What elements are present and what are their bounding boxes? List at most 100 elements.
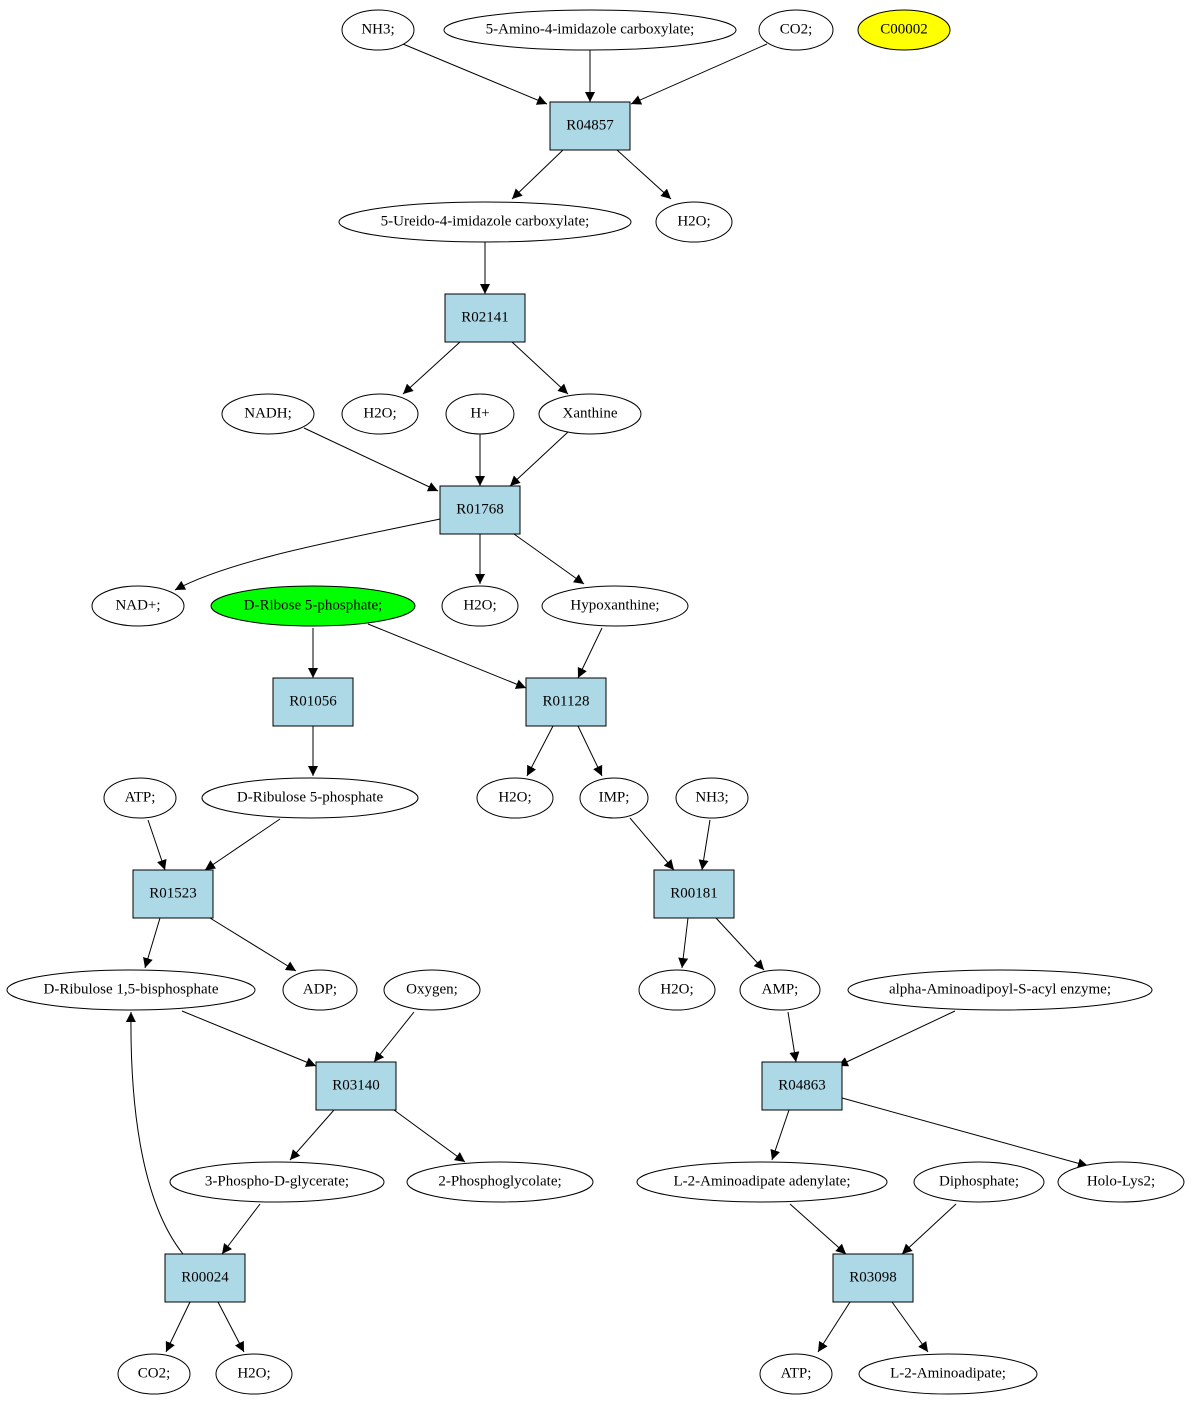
compound-h2o[interactable]: H2O;: [638, 969, 716, 1011]
edge-r03098-l2-aminoadipate: [891, 1301, 929, 1353]
compound-label: ADP;: [303, 981, 337, 997]
compound-c00002-highlighted[interactable]: C00002: [857, 9, 951, 51]
compound-xanthine[interactable]: Xanthine: [538, 393, 642, 435]
compound-label: H2O;: [363, 405, 396, 421]
reaction-r00024[interactable]: R00024: [164, 1253, 246, 1303]
compound-label: L-2-Aminoadipate;: [890, 1365, 1006, 1381]
compound-d-ribulose-1-5-bisphosphate[interactable]: D-Ribulose 1,5-bisphosphate: [6, 969, 256, 1011]
compound-label: CO2;: [138, 1365, 171, 1381]
compound-h-plus[interactable]: H+: [445, 393, 515, 435]
reaction-r00181[interactable]: R00181: [653, 869, 735, 919]
compound-label: CO2;: [780, 21, 813, 37]
compound-adp[interactable]: ADP;: [282, 969, 358, 1011]
compound-h2o[interactable]: H2O;: [215, 1353, 293, 1395]
reaction-r01768[interactable]: R01768: [439, 485, 521, 535]
compound-atp[interactable]: ATP;: [759, 1353, 833, 1395]
reaction-label: R01056: [289, 693, 337, 709]
edge-amp-r04863: [787, 1011, 800, 1063]
compound-co2[interactable]: CO2;: [758, 9, 834, 51]
compound-label: Diphosphate;: [939, 1173, 1019, 1189]
compound-h2o[interactable]: H2O;: [341, 393, 419, 435]
edge-nadh-r01768: [303, 427, 439, 492]
compound-atp[interactable]: ATP;: [103, 777, 177, 819]
edge-co2-r04857: [630, 43, 768, 105]
compound-label: Oxygen;: [406, 981, 458, 997]
compound-diphosphate[interactable]: Diphosphate;: [913, 1161, 1045, 1203]
compound-d-ribulose-5-phosphate[interactable]: D-Ribulose 5-phosphate: [201, 777, 419, 819]
compound-nadh[interactable]: NADH;: [221, 393, 315, 435]
reaction-label: R01128: [543, 693, 590, 709]
reaction-label: R04857: [566, 117, 614, 133]
compound-label: NH3;: [695, 789, 728, 805]
edge-alpha-amino-r04863: [837, 1010, 956, 1067]
compound-h2o[interactable]: H2O;: [441, 585, 519, 627]
edge-r01768-hypoxanthine: [513, 533, 585, 585]
reaction-r02141[interactable]: R02141: [444, 293, 526, 343]
reaction-r01523[interactable]: R01523: [132, 869, 214, 919]
reaction-r03140[interactable]: R03140: [315, 1061, 397, 1111]
edge-r03098-atp: [817, 1301, 851, 1353]
edge-r00024-h2o: [217, 1301, 245, 1353]
compound-alpha-aminoadipoyl-s-acyl-enzyme[interactable]: alpha-Aminoadipoyl-S-acyl enzyme;: [847, 969, 1153, 1011]
compound-label: H2O;: [237, 1365, 270, 1381]
reaction-label: R01523: [149, 885, 197, 901]
compound-label: 5-Amino-4-imidazole carboxylate;: [486, 21, 695, 37]
reaction-label: R03098: [849, 1269, 897, 1285]
compound-label: Holo-Lys2;: [1087, 1173, 1155, 1189]
edge-r01768-nadplus: [174, 518, 441, 591]
compound-label: ATP;: [125, 789, 156, 805]
edge-ribulose5p-r01523: [204, 818, 281, 871]
compound-hypoxanthine[interactable]: Hypoxanthine;: [541, 585, 689, 627]
compound-nh3[interactable]: NH3;: [675, 777, 749, 819]
edge-r04857-ureido: [511, 149, 564, 200]
reaction-r01056[interactable]: R01056: [272, 677, 354, 727]
edge-r00024-co2: [165, 1301, 191, 1353]
edge-hypoxanthine-r01128: [577, 627, 603, 679]
compound-label: NH3;: [361, 21, 394, 37]
compound-label: D-Ribulose 5-phosphate: [237, 789, 384, 805]
compound-ureido-imidazole-carboxylate[interactable]: 5-Ureido-4-imidazole carboxylate;: [338, 201, 632, 243]
compound-oxygen[interactable]: Oxygen;: [383, 969, 481, 1011]
reaction-label: R03140: [332, 1077, 380, 1093]
edge-xanthine-r01768: [509, 431, 569, 487]
compound-d-ribose-5-phosphate-highlighted[interactable]: D-Ribose 5-phosphate;: [210, 585, 416, 627]
compound-label: Hypoxanthine;: [570, 597, 659, 613]
reaction-r04857[interactable]: R04857: [549, 101, 631, 151]
compound-imp[interactable]: IMP;: [579, 777, 649, 819]
edge-r00181-amp: [715, 917, 765, 971]
edge-l2-adenylate-r03098: [789, 1203, 847, 1255]
compound-label: alpha-Aminoadipoyl-S-acyl enzyme;: [889, 981, 1111, 997]
compound-co2[interactable]: CO2;: [117, 1353, 191, 1395]
compound-l-2-aminoadipate-adenylate[interactable]: L-2-Aminoadipate adenylate;: [636, 1161, 888, 1203]
compound-nad-plus[interactable]: NAD+;: [91, 585, 185, 627]
compound-2-phosphoglycolate[interactable]: 2-Phosphoglycolate;: [406, 1161, 594, 1203]
edge-oxygen-r03140: [373, 1011, 415, 1063]
compound-label: H2O;: [498, 789, 531, 805]
edge-nh3-r04857: [402, 43, 548, 105]
reaction-nodes: R04857 R02141 R01768 R01056 R01128 R0152…: [132, 101, 914, 1303]
compound-label: ATP;: [781, 1365, 812, 1381]
compound-label: C00002: [880, 21, 928, 37]
compound-h2o[interactable]: H2O;: [476, 777, 554, 819]
edge-r03140-phosphoglycerate: [289, 1109, 335, 1161]
reaction-r04863[interactable]: R04863: [761, 1061, 843, 1111]
reaction-label: R01768: [456, 501, 504, 517]
compound-label: H2O;: [660, 981, 693, 997]
compound-amp[interactable]: AMP;: [739, 969, 821, 1011]
compound-label: NADH;: [244, 405, 292, 421]
compound-nh3[interactable]: NH3;: [341, 9, 415, 51]
compound-holo-lys2[interactable]: Holo-Lys2;: [1057, 1161, 1185, 1203]
compound-amino-imidazole-carboxylate[interactable]: 5-Amino-4-imidazole carboxylate;: [443, 9, 737, 51]
compound-3-phospho-d-glycerate[interactable]: 3-Phospho-D-glycerate;: [169, 1161, 385, 1203]
compound-h2o[interactable]: H2O;: [655, 201, 733, 243]
edge-r01523-ribulose15bp: [143, 917, 161, 969]
compound-l-2-aminoadipate[interactable]: L-2-Aminoadipate;: [858, 1353, 1038, 1395]
reaction-r01128[interactable]: R01128: [525, 677, 607, 727]
edge-r04863-holo-lys2: [841, 1097, 1089, 1169]
edge-phosphoglycerate-r00024: [221, 1203, 261, 1255]
reaction-r03098[interactable]: R03098: [832, 1253, 914, 1303]
compound-label: H2O;: [463, 597, 496, 613]
compound-nodes: NH3; 5-Amino-4-imidazole carboxylate; CO…: [6, 9, 1185, 1395]
compound-label: IMP;: [599, 789, 630, 805]
edge-r03140-phosphoglycolate: [393, 1109, 466, 1163]
